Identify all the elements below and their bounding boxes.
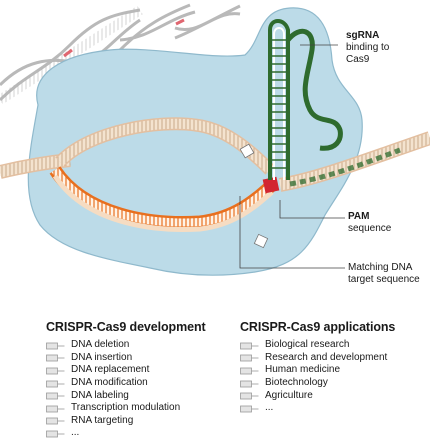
background-dna-helix <box>0 3 241 105</box>
marker-box <box>253 233 269 249</box>
development-list: DNA deletion DNA insertion DNA replaceme… <box>46 339 206 440</box>
dna-glyph-icon <box>240 392 259 400</box>
list-item: Human medicine <box>240 364 395 377</box>
dna-glyph-icon <box>240 380 259 387</box>
sgrna-title: sgRNA <box>346 30 380 41</box>
list-item: Transcription modulation <box>46 402 206 415</box>
list-item: Agriculture <box>240 389 395 402</box>
list-item: DNA deletion <box>46 339 206 352</box>
pam-line2: sequence <box>348 223 392 234</box>
dna-glyph-icon <box>240 367 259 375</box>
development-title: CRISPR-Cas9 development <box>46 320 206 334</box>
applications-list: Biological research Research and develop… <box>240 339 395 415</box>
list-item: DNA modification <box>46 377 206 390</box>
sgrna-line3: Cas9 <box>346 54 370 65</box>
list-item: RNA targeting <box>46 415 206 428</box>
dna-glyph-icon <box>46 342 65 350</box>
target-line2: target sequence <box>348 274 420 285</box>
list-item: Research and development <box>240 352 395 365</box>
list-item: ... <box>240 402 395 415</box>
applications-title: CRISPR-Cas9 applications <box>240 320 396 334</box>
development-section: CRISPR-Cas9 development DNA deletion DNA… <box>46 320 206 440</box>
crispr-cas9-illustration <box>0 3 430 276</box>
list-item: ... <box>46 427 206 440</box>
sgrna-line2: binding to <box>346 42 390 53</box>
list-item: DNA insertion <box>46 352 206 365</box>
dna-glyph-icon <box>46 405 65 413</box>
sgrna-label: sgRNA binding to Cas9 <box>346 30 389 66</box>
target-line1: Matching DNA <box>348 262 413 273</box>
marker-box <box>239 143 255 159</box>
list-item: Biotechnology <box>240 377 395 390</box>
dna-glyph-icon <box>240 354 259 362</box>
dna-glyph-icon <box>46 354 65 362</box>
dna-glyph-icon <box>46 417 65 425</box>
pam-title: PAM <box>348 211 370 222</box>
target-label: Matching DNA target sequence <box>348 262 420 286</box>
dna-glyph-icon <box>46 392 65 400</box>
dna-glyph-icon <box>240 405 259 413</box>
list-item: DNA replacement <box>46 364 206 377</box>
dna-glyph-icon <box>46 367 65 375</box>
list-item: Biological research <box>240 339 395 352</box>
applications-section: CRISPR-Cas9 applications Biological rese… <box>240 320 395 415</box>
pam-label: PAM sequence <box>348 211 391 235</box>
dna-glyph-icon <box>46 430 65 438</box>
dna-glyph-icon <box>240 342 259 350</box>
leader-lines <box>239 44 345 269</box>
dna-glyph-icon <box>46 380 65 387</box>
pam-sequence <box>262 176 280 194</box>
list-item: DNA labeling <box>46 389 206 402</box>
sgrna <box>268 19 343 180</box>
background-dna-red-marks <box>63 18 185 58</box>
